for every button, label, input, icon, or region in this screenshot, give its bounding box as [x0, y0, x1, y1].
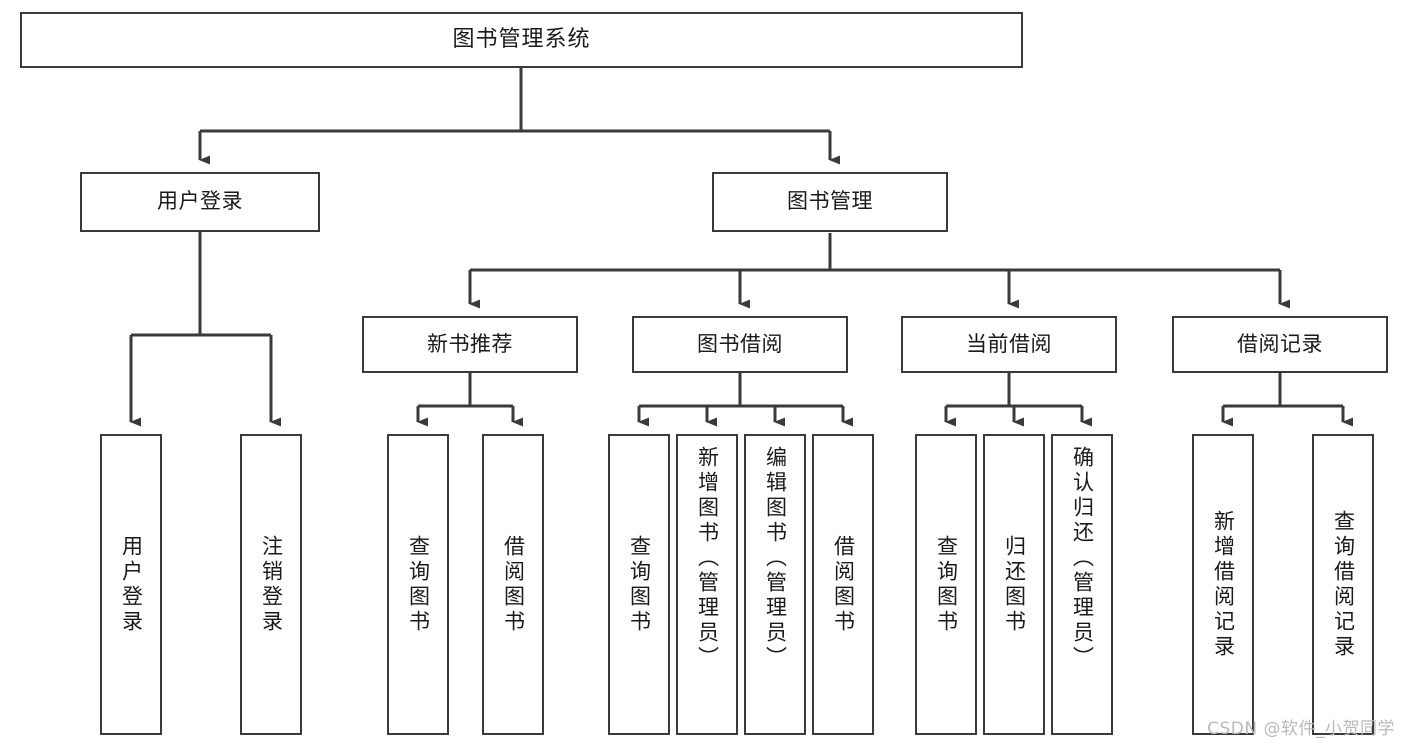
node-leaf-query-record-label: 查询借阅记录	[1331, 509, 1356, 660]
node-current-borrow[interactable]: 当前借阅	[901, 316, 1117, 373]
node-leaf-user-login[interactable]: 用户登录	[100, 434, 162, 735]
node-user-login-label: 用户登录	[157, 189, 243, 214]
node-leaf-add-book-label: 新增图书（管理员）	[695, 446, 720, 671]
node-root-label: 图书管理系统	[452, 26, 591, 52]
node-leaf-borrow-book-1[interactable]: 借阅图书	[482, 434, 544, 735]
watermark-text: CSDN @软件_小贺同学	[1207, 719, 1395, 739]
node-user-login[interactable]: 用户登录	[80, 172, 320, 232]
node-leaf-return-book-label: 归还图书	[1002, 534, 1027, 635]
node-book-manage-label: 图书管理	[787, 189, 873, 214]
node-leaf-logout[interactable]: 注销登录	[240, 434, 302, 735]
node-leaf-borrow-book-2[interactable]: 借阅图书	[812, 434, 874, 735]
node-leaf-query-book-3[interactable]: 查询图书	[915, 434, 977, 735]
node-leaf-borrow-book-1-label: 借阅图书	[501, 534, 526, 635]
node-leaf-query-book-1-label: 查询图书	[406, 534, 431, 635]
node-leaf-query-record[interactable]: 查询借阅记录	[1312, 434, 1374, 735]
node-leaf-query-book-3-label: 查询图书	[934, 534, 959, 635]
node-borrow-record[interactable]: 借阅记录	[1172, 316, 1388, 373]
node-leaf-borrow-book-2-label: 借阅图书	[831, 534, 856, 635]
node-leaf-add-book[interactable]: 新增图书（管理员）	[676, 434, 738, 735]
node-book-manage[interactable]: 图书管理	[712, 172, 948, 232]
node-leaf-query-book-2[interactable]: 查询图书	[608, 434, 670, 735]
node-book-borrow-label: 图书借阅	[697, 331, 783, 356]
node-leaf-logout-label: 注销登录	[259, 534, 284, 635]
node-leaf-edit-book-label: 编辑图书（管理员）	[763, 446, 788, 671]
node-new-book-rec[interactable]: 新书推荐	[362, 316, 578, 373]
node-book-borrow[interactable]: 图书借阅	[632, 316, 848, 373]
node-leaf-add-record[interactable]: 新增借阅记录	[1192, 434, 1254, 735]
node-current-borrow-label: 当前借阅	[966, 331, 1052, 356]
node-leaf-edit-book[interactable]: 编辑图书（管理员）	[744, 434, 806, 735]
node-root[interactable]: 图书管理系统	[20, 12, 1023, 68]
node-borrow-record-label: 借阅记录	[1237, 331, 1323, 356]
node-leaf-confirm-return[interactable]: 确认归还（管理员）	[1051, 434, 1113, 735]
node-leaf-query-book-1[interactable]: 查询图书	[387, 434, 449, 735]
node-leaf-return-book[interactable]: 归还图书	[983, 434, 1045, 735]
node-leaf-user-login-label: 用户登录	[119, 534, 144, 635]
node-leaf-confirm-return-label: 确认归还（管理员）	[1070, 446, 1095, 671]
node-leaf-add-record-label: 新增借阅记录	[1211, 509, 1236, 660]
node-leaf-query-book-2-label: 查询图书	[627, 534, 652, 635]
node-new-book-rec-label: 新书推荐	[427, 331, 513, 356]
